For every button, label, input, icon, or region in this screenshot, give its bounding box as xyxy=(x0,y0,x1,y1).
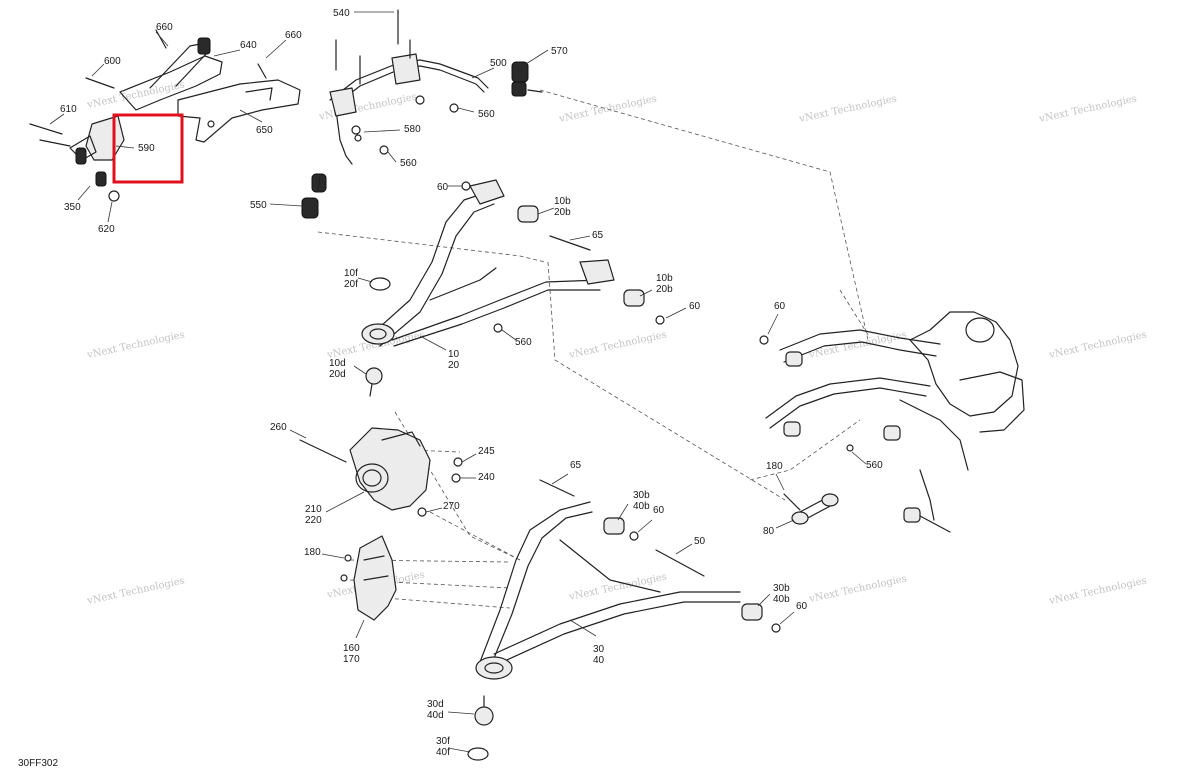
part-label-620: 620 xyxy=(98,224,115,235)
watermark: vNext Technologies xyxy=(797,94,897,126)
part-label-160: 160 xyxy=(343,643,360,654)
part-label-30d: 30d xyxy=(427,699,444,710)
part-label-40d: 40d xyxy=(427,710,444,721)
watermark: vNext Technologies xyxy=(85,330,185,362)
part-label-170: 170 xyxy=(343,654,360,665)
part-label-500: 500 xyxy=(490,58,507,69)
watermark: vNext Technologies xyxy=(85,576,185,608)
steering-knuckle xyxy=(299,427,463,517)
part-labels: 660 640 660 600 610 590 350 620 650 540 … xyxy=(18,8,883,769)
part-label-560: 560 xyxy=(478,109,495,120)
part-label-260: 260 xyxy=(270,422,287,433)
part-label-270: 270 xyxy=(443,501,460,512)
part-label-10f: 10f xyxy=(344,268,358,279)
part-label-660: 660 xyxy=(156,22,173,33)
part-label-10b: 10b xyxy=(554,196,571,207)
part-label-40f: 40f xyxy=(436,747,450,758)
part-label-20b: 20b xyxy=(656,284,673,295)
part-label-60: 60 xyxy=(437,182,449,193)
part-label-30: 30 xyxy=(593,644,605,655)
part-label-650: 650 xyxy=(256,125,273,136)
part-label-65: 65 xyxy=(592,230,604,241)
part-label-10b: 10b xyxy=(656,273,673,284)
part-label-180: 180 xyxy=(766,461,783,472)
part-label-550: 550 xyxy=(250,200,267,211)
part-label-220: 220 xyxy=(305,515,322,526)
watermark: vNext Technologies xyxy=(1047,576,1147,608)
part-label-640: 640 xyxy=(240,40,257,51)
part-label-540: 540 xyxy=(333,8,350,19)
part-label-30b: 30b xyxy=(633,490,650,501)
part-label-560: 560 xyxy=(400,158,417,169)
upper-a-arm xyxy=(361,179,665,397)
part-label-245: 245 xyxy=(478,446,495,457)
part-label-50: 50 xyxy=(694,536,706,547)
part-label-60: 60 xyxy=(689,301,701,312)
part-label-60: 60 xyxy=(796,601,808,612)
sway-bar-assembly xyxy=(301,9,543,219)
part-label-570: 570 xyxy=(551,46,568,57)
watermark: vNext Technologies xyxy=(1037,94,1137,126)
diagram-code: 30FF302 xyxy=(18,758,58,769)
part-label-10: 10 xyxy=(448,349,460,360)
part-label-40b: 40b xyxy=(633,501,650,512)
assembled-suspension-view xyxy=(759,311,1025,533)
part-label-10d: 10d xyxy=(329,358,346,369)
part-label-660: 660 xyxy=(285,30,302,41)
part-label-80: 80 xyxy=(763,526,775,537)
part-label-600: 600 xyxy=(104,56,121,67)
part-label-30b: 30b xyxy=(773,583,790,594)
part-label-590: 590 xyxy=(138,143,155,154)
splash-guard xyxy=(340,535,397,621)
watermark: vNext Technologies xyxy=(1047,330,1147,362)
watermark: vNext Technologies xyxy=(567,572,667,604)
part-label-560: 560 xyxy=(515,337,532,348)
watermark: vNext Technologies xyxy=(567,330,667,362)
part-label-60: 60 xyxy=(774,301,786,312)
part-label-40b: 40b xyxy=(773,594,790,605)
part-label-350: 350 xyxy=(64,202,81,213)
lower-a-arm xyxy=(467,479,781,761)
part-label-210: 210 xyxy=(305,504,322,515)
part-label-20d: 20d xyxy=(329,369,346,380)
highlight-box-590 xyxy=(112,113,184,184)
part-label-20f: 20f xyxy=(344,279,358,290)
part-label-560: 560 xyxy=(866,460,883,471)
part-label-240: 240 xyxy=(478,472,495,483)
part-label-20b: 20b xyxy=(554,207,571,218)
part-label-30f: 30f xyxy=(436,736,450,747)
part-label-20: 20 xyxy=(448,360,460,371)
leader-lines xyxy=(49,11,867,753)
part-label-610: 610 xyxy=(60,104,77,115)
part-label-65: 65 xyxy=(570,460,582,471)
part-label-60: 60 xyxy=(653,505,665,516)
watermark: vNext Technologies xyxy=(807,574,907,606)
assembly-dashed-lines xyxy=(317,89,871,609)
part-label-180: 180 xyxy=(304,547,321,558)
tie-rod xyxy=(783,493,839,525)
part-label-40: 40 xyxy=(593,655,605,666)
part-label-580: 580 xyxy=(404,124,421,135)
